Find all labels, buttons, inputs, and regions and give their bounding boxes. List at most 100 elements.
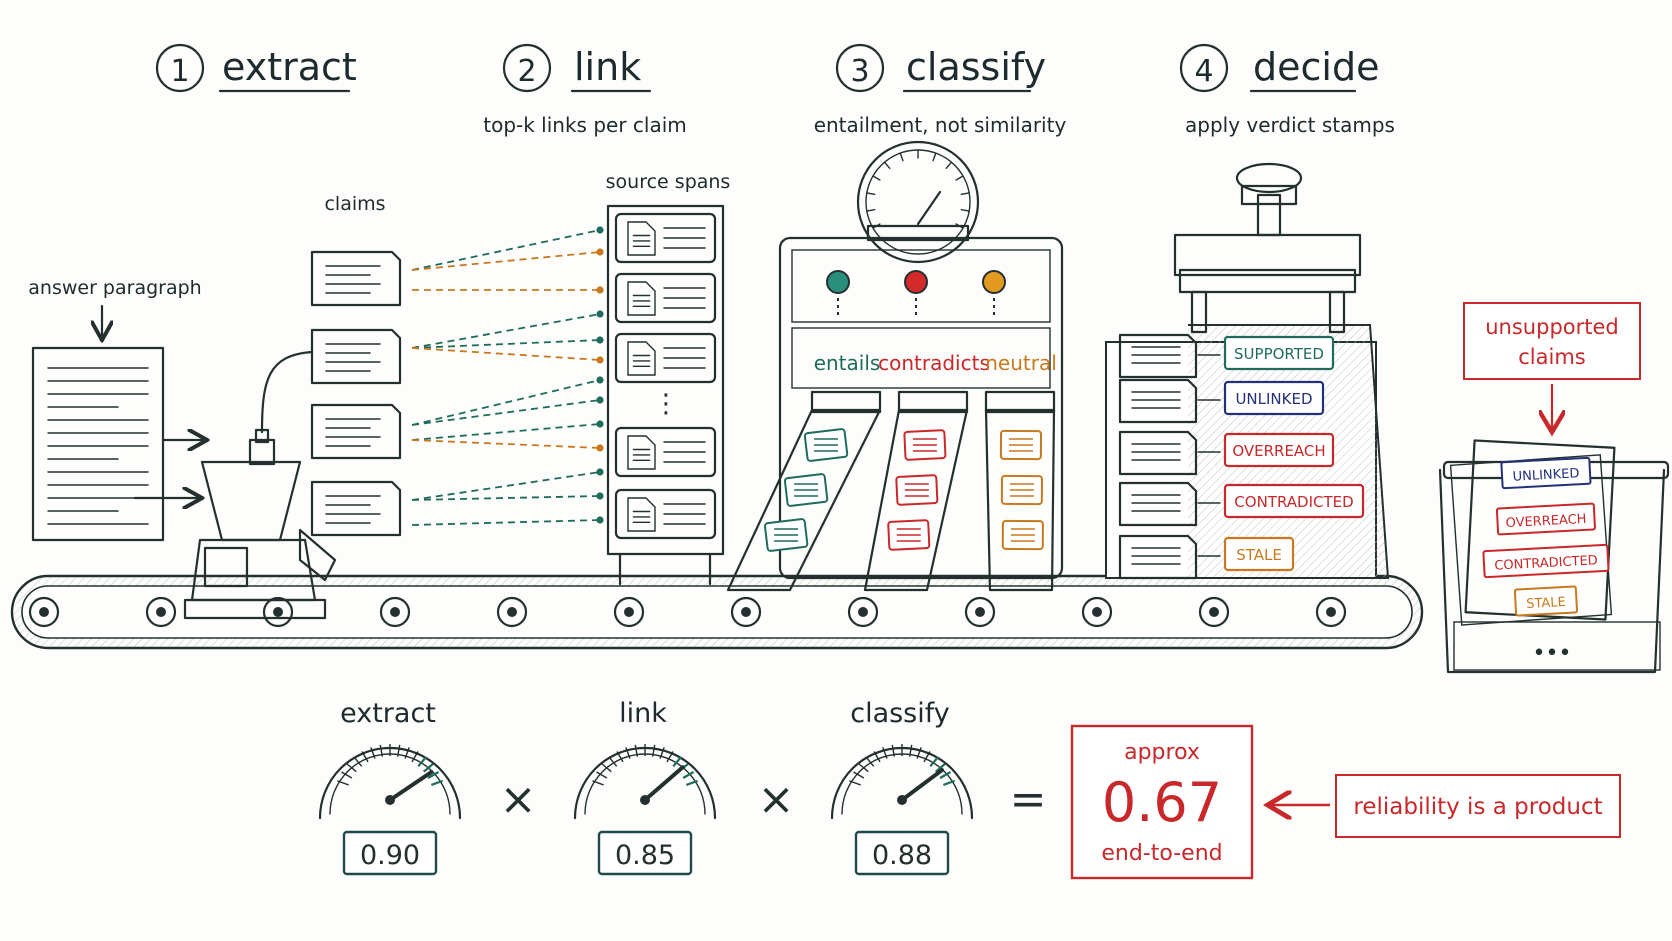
bin-stamp-frame [1495,502,1596,536]
link-line [411,339,601,349]
bin-stamp: OVERREACH [1495,502,1596,536]
document-icon [627,341,656,376]
belt-roller [28,596,60,628]
meter-value: 0.85 [615,840,675,871]
verdict-stamp: OVERREACH [1223,432,1335,468]
link-line [411,379,601,426]
bin-body [1438,468,1666,674]
step-title: link [574,45,641,89]
source-span-cards [614,212,717,540]
link-endpoint [596,492,604,500]
classifier-body [778,236,1064,580]
link-endpoint [596,356,604,364]
hopper-funnel [200,460,302,542]
chute-label: entails [814,351,881,375]
link-line [411,313,601,349]
meter-value: 0.88 [872,840,932,871]
meter-tick [596,771,608,779]
gauge-needle [916,190,942,226]
tray-claim-card [1118,534,1198,580]
source-span-card [614,332,717,384]
meter-pivot [385,795,395,805]
belt-roller [379,596,411,628]
belt-roller [496,596,528,628]
belt-roller-hub [1092,607,1102,617]
link-endpoint [596,420,604,428]
meter-tick [849,780,861,786]
link-line [411,347,601,361]
times-operator: × [758,774,795,825]
meter-tick [853,771,865,779]
link-endpoint [596,310,604,318]
claims-stack [310,250,402,537]
press-handle-icon [1235,162,1303,194]
meter-value-box [597,830,693,876]
meter-tick [865,756,875,767]
meter-pivot [640,795,650,805]
gauge-ticks [866,149,970,229]
source-spans-label: source spans [606,171,731,193]
belt-roller-hub [273,607,283,617]
step-number: 1 [170,54,189,89]
chute-label: contradicts [878,351,990,375]
belt-inner [21,585,1413,639]
times-operator: × [500,774,537,825]
press-post [1190,290,1208,334]
note-text: reliability is a product [1353,794,1602,820]
claim-tray [1118,534,1221,580]
bin-dots: ••• [1533,641,1572,666]
callout-line-1: unsupported [1485,315,1619,339]
gauge-tick [883,161,891,169]
indicator-light [826,270,850,294]
gauge-tick [945,161,953,169]
meter-tick [939,771,952,779]
bin-stamp-frame [1500,456,1592,490]
belt-roller-hub [624,607,634,617]
extractor-foot [183,598,327,620]
document-icon [627,281,656,316]
source-span-frame [614,426,717,478]
classifier-label-panel [791,327,1051,389]
meter-tick [685,779,698,786]
step-subtitle: entailment, not similarity [814,113,1067,137]
stamp-label: OVERREACH [1232,442,1325,460]
step-number-circle [1179,43,1229,93]
meter-needle [388,770,434,802]
meter-tick [411,751,419,763]
source-span-frame [614,332,717,384]
belt-roller [613,596,645,628]
step-number: 4 [1194,54,1213,89]
claim-tray [1118,481,1221,527]
extractor-chute [298,528,337,582]
stamp-label: CONTRADICTED [1234,493,1353,511]
source-rack-frame [606,204,725,556]
hopper-cap [248,438,276,466]
meter-tick [430,779,443,786]
link-endpoint [596,444,604,452]
link-line [411,519,601,526]
meter-tick [353,756,363,767]
step-number: 2 [517,54,536,89]
bin-stamp-frame [1482,543,1610,579]
link-endpoint [596,286,604,294]
claim-tray [1118,430,1221,476]
result-frame [1070,724,1254,880]
source-span-card [614,212,717,264]
chute-label: neutral [985,351,1057,375]
meter-tick [908,744,913,757]
belt-roller [1198,596,1230,628]
step-header-2: 2 link top-k links per claim [483,43,687,137]
claims-label: claims [324,193,385,215]
link-endpoint [596,248,604,256]
step-number-circle [835,43,885,93]
stamp-label: SUPPORTED [1234,345,1324,363]
bin-stamp: UNLINKED [1500,456,1592,490]
gauge-tick [872,175,881,181]
belt-roller-hub [390,607,400,617]
document-icon [627,497,656,532]
document-icon [627,221,656,256]
link-line [411,495,601,501]
